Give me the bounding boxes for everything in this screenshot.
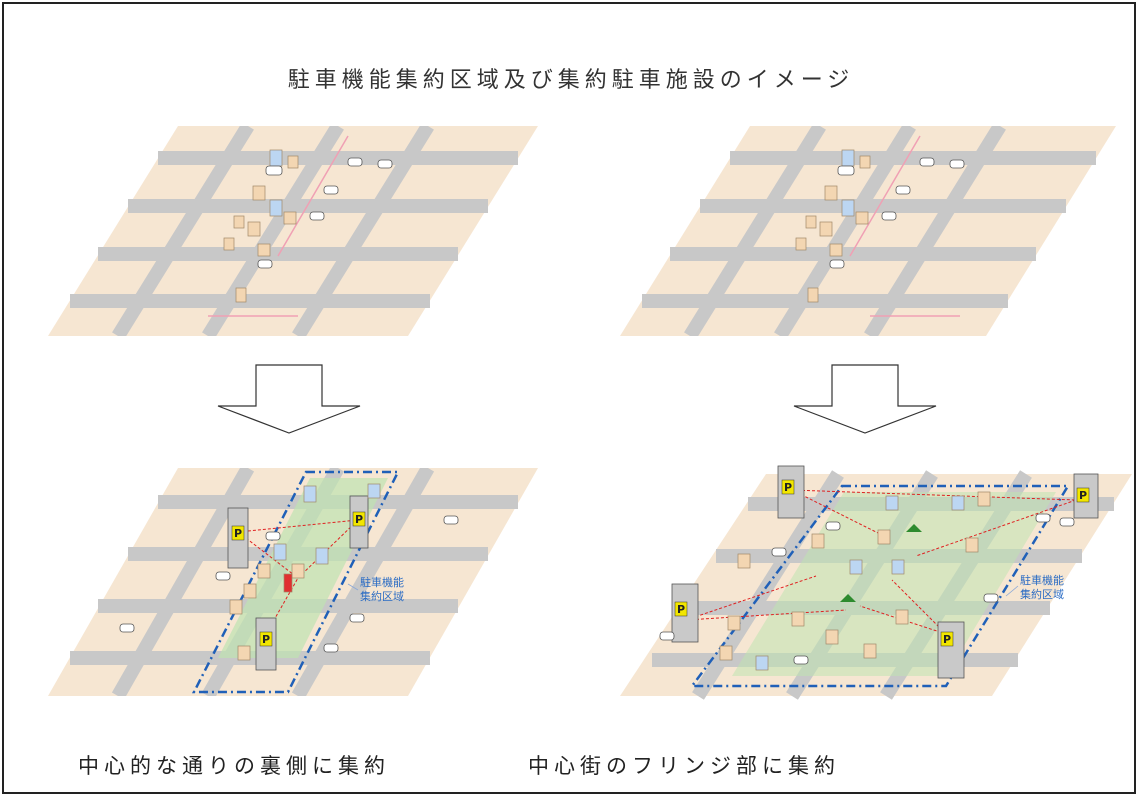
caption-left: 中心的な通りの裏側に集約 bbox=[78, 754, 390, 778]
parking-structure: P bbox=[777, 465, 805, 519]
zone-label-line2: 集約区域 bbox=[1020, 587, 1064, 601]
zone-label-line2: 集約区域 bbox=[360, 589, 404, 603]
building-cluster bbox=[229, 483, 381, 661]
ground-plane bbox=[620, 126, 1116, 336]
zone-label-leader bbox=[347, 583, 359, 591]
cars bbox=[659, 513, 1075, 665]
building-cluster bbox=[719, 491, 991, 671]
parking-sign-label: P bbox=[262, 633, 270, 646]
map-current-left bbox=[48, 126, 538, 336]
parking-sign-label: P bbox=[784, 481, 792, 494]
parking-sign-label: P bbox=[234, 527, 242, 540]
parking-sign-label: P bbox=[943, 633, 951, 646]
parking-sign-icon bbox=[231, 525, 245, 541]
parking-sign-icon bbox=[781, 479, 795, 495]
parking-structure: P bbox=[1073, 473, 1099, 519]
parking-consolidation-zone bbox=[689, 484, 1071, 688]
caption-right: 中心街のフリンジ部に集約 bbox=[528, 754, 840, 778]
arrow-down-right bbox=[793, 364, 937, 434]
parking-sign-icon bbox=[1076, 487, 1090, 503]
parking-structure: P bbox=[937, 621, 965, 679]
cars bbox=[257, 157, 393, 269]
parking-consolidation-zone bbox=[191, 470, 401, 694]
pink-street-edge bbox=[849, 135, 960, 317]
building-cluster bbox=[223, 149, 299, 303]
parking-sign-icon bbox=[259, 631, 273, 647]
parking-sign-icon bbox=[352, 511, 366, 527]
parking-sign-label: P bbox=[355, 513, 363, 526]
cars bbox=[119, 515, 459, 653]
down-arrow-icon bbox=[793, 364, 937, 434]
road-grid bbox=[642, 126, 1096, 336]
parking-sign-icon bbox=[940, 631, 954, 647]
arrow-down-left bbox=[217, 364, 361, 434]
parking-structure: P bbox=[227, 507, 249, 569]
bus bbox=[283, 573, 293, 593]
walk-routes bbox=[685, 489, 1077, 635]
figure-title: 駐車機能集約区域及び集約駐車施設のイメージ bbox=[287, 68, 855, 93]
building-cluster bbox=[795, 149, 871, 303]
parking-structure: P bbox=[671, 583, 699, 643]
map-current-right bbox=[620, 126, 1116, 336]
pink-street-edge bbox=[208, 135, 349, 317]
zone-label-leader bbox=[1005, 585, 1019, 597]
map-consolidated-left: P P P bbox=[48, 468, 538, 696]
parking-sign-icon bbox=[674, 601, 688, 617]
parking-sign-label: P bbox=[677, 603, 685, 616]
parking-structure: P bbox=[255, 617, 277, 671]
parking-sign-label: P bbox=[1079, 489, 1087, 502]
parking-structure: P bbox=[349, 495, 369, 549]
zone-label-line1: 駐車機能 bbox=[1020, 573, 1064, 587]
zone-label-line1: 駐車機能 bbox=[360, 575, 404, 589]
cars bbox=[829, 157, 965, 269]
down-arrow-icon bbox=[217, 364, 361, 434]
map-consolidated-right: P P P P bbox=[620, 465, 1132, 700]
trees bbox=[840, 524, 922, 602]
